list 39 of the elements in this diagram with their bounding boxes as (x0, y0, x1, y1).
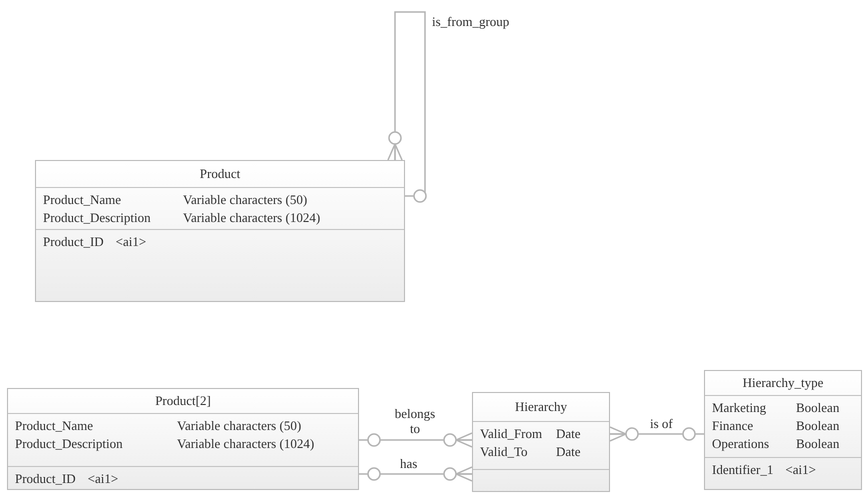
entity-box (704, 370, 862, 490)
relationship-line (609, 426, 704, 442)
data-type: Date (556, 425, 582, 442)
attribute-name: Valid_From (480, 425, 544, 442)
entity-name: Product (200, 166, 240, 182)
edge-label: has (398, 456, 420, 471)
data-type: Variable characters (50) (177, 417, 302, 434)
attribute-name: Valid_To (480, 443, 528, 460)
entity-name: Hierarchy_type (742, 375, 824, 391)
relationship-line (387, 11, 427, 203)
attribute-name: Product_Name (15, 417, 94, 434)
relationship-line (359, 466, 473, 482)
attribute-name: Product_Description (43, 209, 152, 226)
identifier-type: <ai1> (785, 461, 816, 478)
edge-label: is_from_group (430, 14, 512, 29)
data-type: Variable characters (1024) (183, 209, 322, 226)
entity-box (7, 388, 359, 490)
identifier-name: Product_ID (43, 233, 104, 250)
edge-label: is of (648, 416, 675, 431)
attribute-name: Operations (712, 435, 770, 452)
attribute-name: Finance (712, 417, 754, 434)
data-type: Boolean (796, 399, 840, 416)
entity-box (472, 392, 610, 492)
identifier-name: Identifier_1 (712, 461, 774, 478)
entity-name: Product[2] (155, 393, 211, 409)
identifier-type: <ai1> (116, 233, 146, 250)
relationship-line (359, 432, 473, 448)
attribute-name: Marketing (712, 399, 768, 416)
data-type: Date (556, 443, 582, 460)
identifier-name: Product_ID (15, 470, 76, 487)
identifier-type: <ai1> (88, 470, 118, 487)
data-type: Variable characters (50) (183, 191, 308, 208)
data-type: Variable characters (1024) (177, 435, 316, 452)
data-type: Boolean (796, 435, 840, 452)
entity-name: Hierarchy (515, 399, 567, 415)
attribute-name: Product_Name (43, 191, 122, 208)
entity-box (35, 160, 405, 302)
data-type: Boolean (796, 417, 840, 434)
attribute-name: Product_Description (15, 435, 124, 452)
